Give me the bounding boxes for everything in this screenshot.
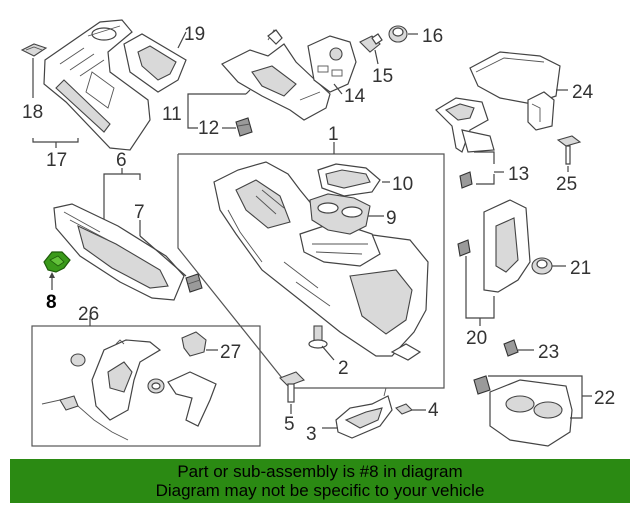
- part-17-shifter-trim-panel: [43, 19, 151, 151]
- banner-line-disclaimer: Diagram may not be specific to your vehi…: [155, 481, 485, 500]
- callout-16: 16: [422, 26, 443, 47]
- part-16-knob: [388, 25, 408, 43]
- part-26-shifter-assembly: [41, 339, 217, 441]
- part-8-retainer-highlighted: [43, 251, 71, 273]
- part-2-bolt: [308, 325, 328, 349]
- part-19-bezel: [123, 33, 187, 93]
- part-5-bolt: [279, 371, 305, 403]
- callout-11: 11: [162, 104, 182, 125]
- part-13-hinge-bracket: [435, 97, 495, 153]
- part-20-rear-cover: [483, 199, 531, 293]
- part-11-upper-console-panel: [221, 29, 331, 121]
- part-9-cup-holder-insert: [309, 193, 371, 235]
- callout-27: 27: [220, 342, 241, 363]
- callout-25: 25: [556, 174, 577, 195]
- part-12-clip: [235, 117, 253, 137]
- part-26-group-box: [31, 325, 261, 447]
- callout-15: 15: [372, 66, 393, 87]
- callout-22: 22: [594, 388, 615, 409]
- part-13-clip: [459, 171, 473, 189]
- callout-24: 24: [572, 82, 594, 103]
- part-23-clip: [503, 339, 519, 357]
- callout-9: 9: [386, 208, 397, 229]
- part-15-switch: [359, 33, 383, 53]
- callout-4: 4: [428, 400, 439, 421]
- callout-1: 1: [328, 124, 339, 145]
- part-7-clip: [185, 273, 203, 293]
- callout-14: 14: [344, 86, 366, 107]
- part-22-storage-tray: [489, 379, 573, 447]
- part-27-bracket: [181, 331, 207, 357]
- part-1-console-body: [213, 161, 429, 361]
- callout-3: 3: [306, 424, 317, 445]
- parts-diagram: 1 2 3 4 5 6 7 8 9 10 11 12 13 14 15 16 1…: [20, 19, 615, 447]
- callout-10: 10: [392, 174, 413, 195]
- part-24-armrest-lid: [469, 51, 561, 131]
- callout-18: 18: [22, 102, 43, 123]
- callout-13: 13: [508, 164, 529, 185]
- callout-12: 12: [198, 118, 219, 139]
- part-18-clip: [20, 43, 48, 57]
- callout-5: 5: [284, 414, 295, 435]
- part-20-clip: [457, 239, 471, 257]
- callout-26: 26: [78, 304, 99, 325]
- callout-7: 7: [134, 202, 145, 223]
- part-6-side-panel: [53, 203, 185, 301]
- part-22-clip: [473, 375, 491, 395]
- part-21-grommet: [531, 257, 553, 275]
- part-14-switch-panel: [307, 35, 357, 93]
- callout-20: 20: [466, 328, 487, 349]
- callout-2: 2: [338, 358, 349, 379]
- callout-23: 23: [538, 342, 559, 363]
- part-25-screw: [556, 135, 582, 165]
- callout-21: 21: [570, 258, 591, 279]
- part-3-bracket: [335, 387, 393, 439]
- callout-19: 19: [184, 24, 205, 45]
- callout-17: 17: [46, 150, 67, 171]
- callout-6: 6: [116, 150, 127, 171]
- part-4-nut: [395, 403, 413, 415]
- callout-8: 8: [46, 292, 57, 313]
- banner-line-part-number: Part or sub-assembly is #8 in diagram: [177, 462, 463, 481]
- part-info-banner: Part or sub-assembly is #8 in diagram Di…: [10, 459, 630, 503]
- part-10-cup-holder-mat: [317, 163, 381, 197]
